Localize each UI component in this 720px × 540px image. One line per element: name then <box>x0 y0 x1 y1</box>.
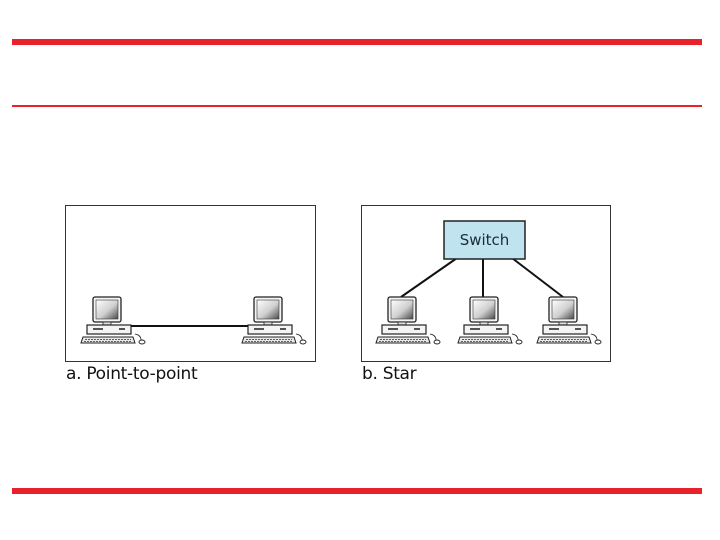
switch-label: Switch <box>460 231 510 249</box>
computer-icon <box>376 297 440 344</box>
computer-icon <box>537 297 601 344</box>
computer-icon <box>242 297 306 344</box>
computer-icon <box>81 297 145 344</box>
computer-icon <box>458 297 522 344</box>
caption-star: b. Star <box>362 364 416 384</box>
switch-box: Switch <box>444 221 525 259</box>
star-link-right <box>512 258 563 297</box>
caption-point-to-point: a. Point-to-point <box>66 364 197 384</box>
star-link-left <box>401 258 457 297</box>
